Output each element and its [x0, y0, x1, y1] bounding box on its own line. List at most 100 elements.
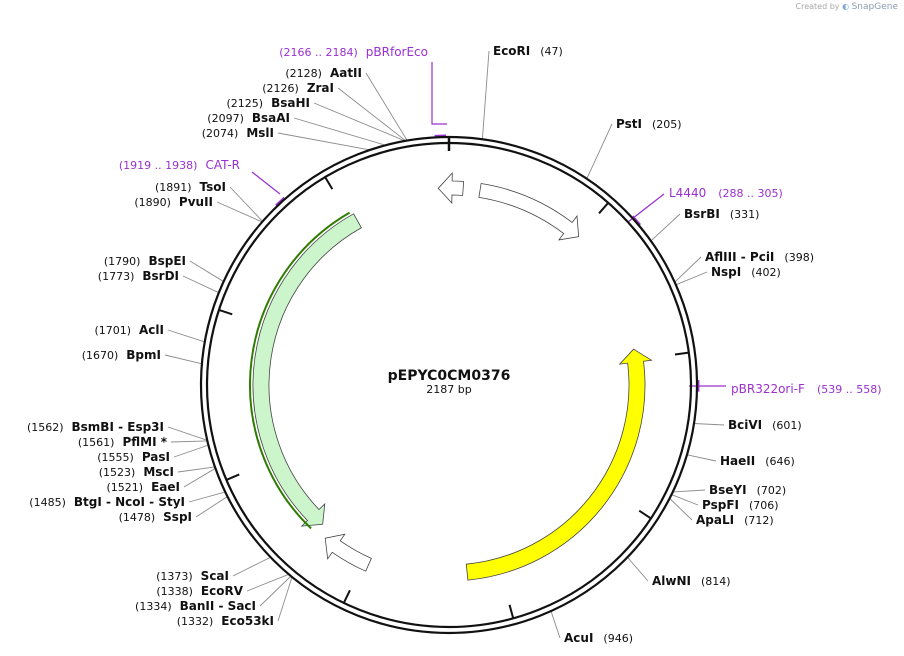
leader-tsoi [229, 186, 263, 222]
leader-acui [550, 610, 561, 639]
enzyme-position: (702) [757, 484, 787, 497]
enzyme-name: EcoRV [201, 584, 244, 598]
snapgene-credit: Created by ◐ SnapGene [796, 2, 899, 12]
snapgene-logo-icon: ◐ [842, 2, 850, 11]
enzyme-site-bcivi: BciVI(601) [728, 418, 802, 432]
feature-arrow-cmr [252, 213, 362, 527]
primer-name: L4440 [669, 186, 706, 200]
enzyme-name: BsrBI [684, 207, 720, 221]
enzyme-site-alwni: AlwNI (814) [652, 574, 731, 588]
leader-psti [586, 123, 613, 179]
leader-sspi [195, 496, 228, 518]
primer-leader-cat-r [251, 171, 281, 195]
enzyme-site-eaei: (1521)EaeI [107, 480, 180, 494]
leader-btgi-ncoi-styi [188, 491, 226, 503]
leader-bcivi [693, 423, 725, 426]
ticks [218, 176, 689, 619]
center-label: pEPYC0CM0376 2187 bp [388, 368, 511, 396]
enzyme-site-acli: (1701)AclI [94, 323, 164, 337]
enzyme-name: ApaLI [696, 513, 734, 527]
enzyme-site-sspi: (1478)SspI [119, 510, 192, 524]
enzyme-name: Eco53kI [221, 614, 274, 628]
leader-bspei [189, 260, 224, 282]
enzyme-name: AclI [139, 323, 164, 337]
enzyme-name: PflMI * [122, 435, 167, 449]
leader-bsmbi-esp3i [167, 426, 208, 441]
enzyme-position: (946) [603, 632, 633, 645]
primer-site-cat-r: (1919 .. 1938) CAT-R [119, 158, 240, 172]
enzyme-name: PasI [142, 450, 170, 464]
enzyme-name: BciVI [728, 418, 762, 432]
enzyme-name: MscI [143, 465, 174, 479]
enzyme-position: (1334) [135, 600, 172, 613]
enzyme-position: (2074) [202, 127, 239, 140]
leader-banii-saci [259, 575, 292, 607]
leader-msci [177, 466, 215, 473]
enzyme-name: NspI [711, 265, 741, 279]
enzyme-name: PspFI [702, 498, 739, 512]
tick-mark-500 [674, 351, 689, 356]
enzyme-site-msli: (2074)MslI [202, 126, 274, 140]
enzyme-position: (331) [730, 208, 760, 221]
enzyme-name: BsmBI - Esp3I [72, 420, 164, 434]
enzyme-name: AlwNI [652, 574, 691, 588]
enzyme-name: HaeII [720, 454, 755, 468]
primer-range: (2166 .. 2184) [279, 46, 358, 59]
leader-bpmi [164, 354, 203, 365]
enzyme-name: AcuI [564, 631, 593, 645]
leader-afliii-pcii [674, 256, 702, 283]
enzyme-name: ZraI [307, 81, 334, 95]
enzyme-name: SspI [163, 510, 192, 524]
enzyme-position: (814) [701, 575, 731, 588]
enzyme-site-nspi: NspI (402) [711, 265, 781, 279]
leader-ecorv [246, 573, 289, 592]
site-labels: EcoRI(47)PstI(205)BsrBI(331)AflIII - Pci… [27, 44, 882, 645]
enzyme-position: (205) [652, 118, 682, 131]
tick-mark-1250 [342, 589, 351, 604]
leader-eaei [183, 467, 216, 488]
tick-mark-750 [638, 509, 652, 520]
enzyme-name: EcoRI [493, 44, 530, 58]
leader-bsaai [293, 117, 386, 146]
enzyme-position: (402) [751, 266, 781, 279]
primer-name: CAT-R [205, 158, 240, 172]
primer-range: (539 .. 558) [817, 383, 882, 396]
tick-mark-1750 [218, 309, 233, 316]
enzyme-site-bsrdi: (1773)BsrDI [98, 269, 179, 283]
leader-haeii [686, 454, 717, 462]
enzyme-position: (1891) [155, 181, 192, 194]
credit-prefix: Created by [795, 2, 840, 11]
enzyme-site-scai: (1373)ScaI [156, 569, 229, 583]
enzyme-name: EaeI [151, 480, 180, 494]
enzyme-position: (1670) [82, 349, 119, 362]
enzyme-name: TsoI [200, 180, 226, 194]
leader-bsrbi [650, 213, 681, 242]
enzyme-position: (1555) [97, 451, 134, 464]
leader-acli [167, 329, 205, 343]
enzyme-site-ecorv: (1338)EcoRV [156, 584, 243, 598]
enzyme-site-ecori: EcoRI(47) [493, 44, 563, 58]
enzyme-name: BsaAI [252, 111, 290, 125]
enzyme-name: BpmI [126, 348, 161, 362]
enzyme-site-btgi-ncoi-styi: (1485)BtgI - NcoI - StyI [29, 495, 185, 509]
enzyme-site-banii-saci: (1334)BanII - SacI [135, 599, 256, 613]
enzyme-site-haeii: HaeII(646) [720, 454, 795, 468]
plasmid-name: pEPYC0CM0376 [388, 368, 511, 384]
backbone [199, 135, 699, 635]
enzyme-name: PstI [616, 117, 642, 131]
enzyme-name: BspEI [148, 254, 186, 268]
enzyme-site-bsaai: (2097)BsaAI [207, 111, 290, 125]
primer-range: (1919 .. 1938) [119, 159, 198, 172]
enzyme-position: (1562) [27, 421, 64, 434]
leader-apali [669, 498, 693, 521]
primer-site-l4440: L4440 (288 .. 305) [669, 186, 783, 200]
credit-brand: SnapGene [851, 2, 898, 12]
enzyme-site-pspfi: PspFI(706) [702, 498, 779, 512]
enzyme-site-pasi: (1555) PasI [97, 450, 170, 464]
primer-site-pbrforeco: (2166 .. 2184)pBRforEco [279, 45, 428, 59]
leader-msli [277, 132, 370, 151]
primer-range: (288 .. 305) [718, 187, 783, 200]
enzyme-position: (2128) [285, 67, 322, 80]
primer-name: pBR322ori-F [731, 382, 805, 396]
